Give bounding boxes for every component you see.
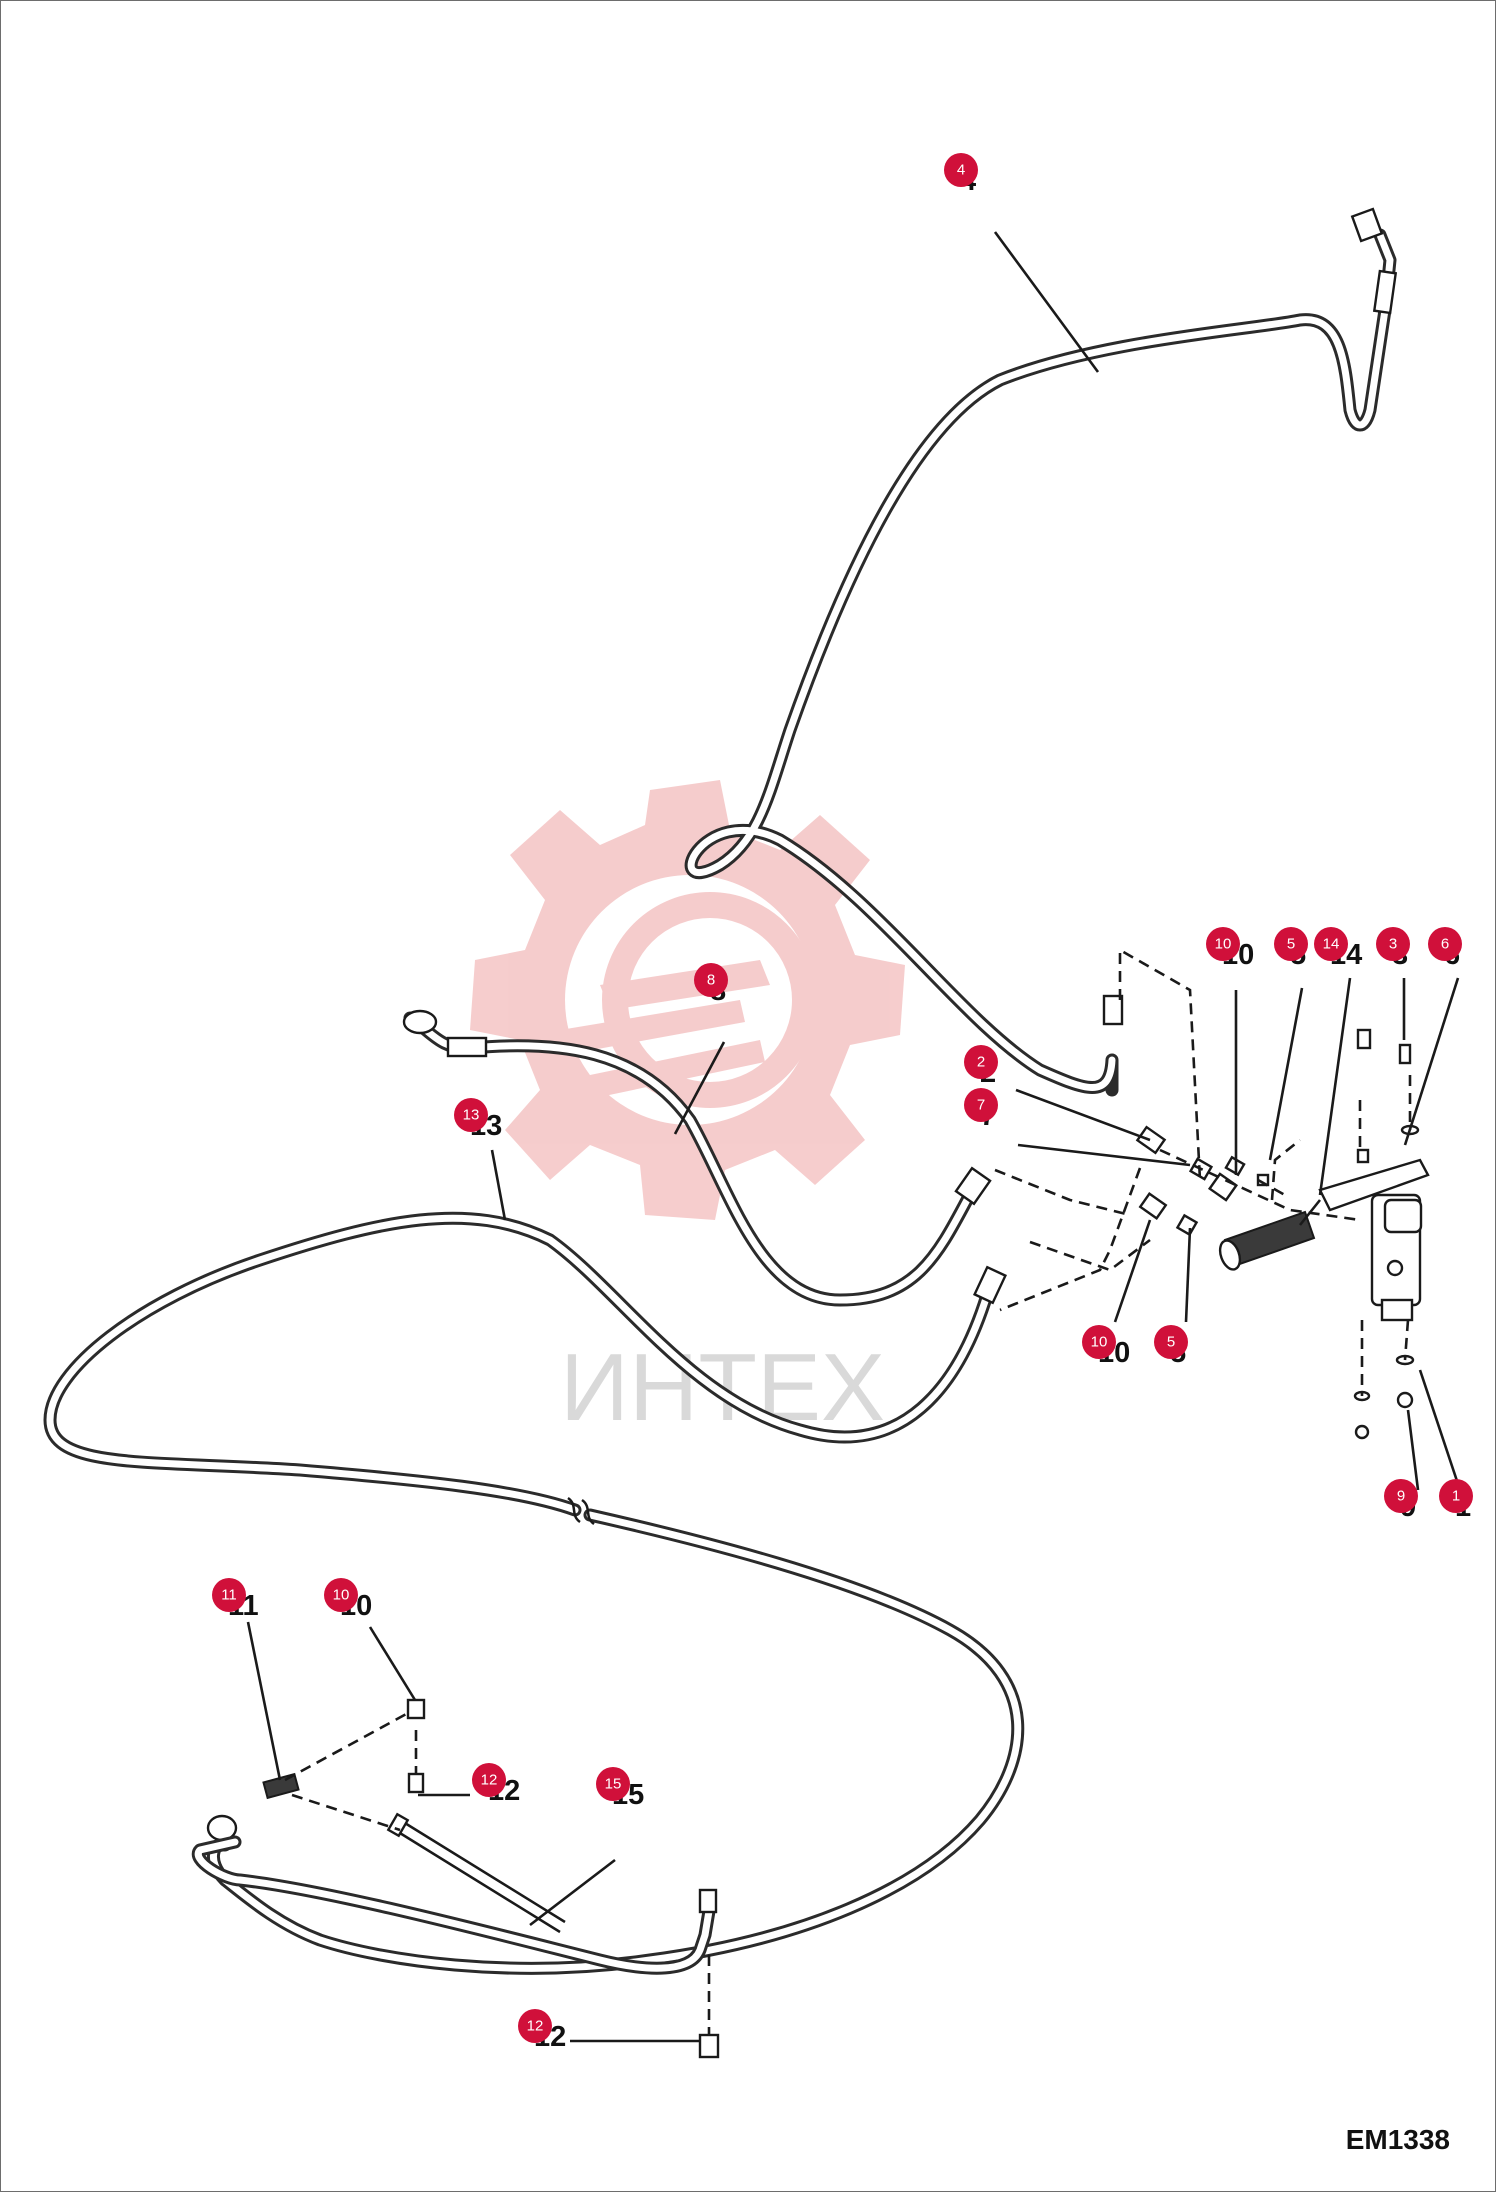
callout-badge-c12a: 12 <box>472 1763 506 1797</box>
callout-badge-text-c9: 9 <box>1397 1488 1405 1505</box>
callout-badge-c11: 11 <box>212 1578 246 1612</box>
callout-badge-c4a: 4 <box>944 153 978 187</box>
valve-assembly <box>1218 1158 1430 1322</box>
leader-lines <box>246 231 1462 2043</box>
callout-badge-text-c1: 1 <box>1452 1488 1460 1505</box>
callout-badge-text-c13: 13 <box>463 1107 480 1124</box>
callout-badge-c8: 8 <box>694 963 728 997</box>
fittings <box>262 1028 1420 2059</box>
callout-badge-c14: 14 <box>1314 927 1348 961</box>
callout-badge-c1: 1 <box>1439 1479 1473 1513</box>
callout-badge-c5a: 5 <box>1274 927 1308 961</box>
callout-badge-c10a: 10 <box>1206 927 1240 961</box>
callout-badge-text-c12b: 12 <box>527 2018 544 2035</box>
callout-badge-c3: 3 <box>1376 927 1410 961</box>
callout-badge-text-c14: 14 <box>1323 936 1340 953</box>
hose-15 <box>191 1812 718 1975</box>
callout-badge-text-c11: 11 <box>221 1587 237 1604</box>
callout-badge-text-c12a: 12 <box>481 1772 498 1789</box>
hose-13 <box>43 1211 1025 1975</box>
callout-badge-c12b: 12 <box>518 2009 552 2043</box>
callout-badge-text-c5b: 5 <box>1167 1334 1175 1351</box>
callout-badge-c2: 2 <box>964 1045 998 1079</box>
callout-badge-text-c3: 3 <box>1389 936 1397 953</box>
callout-badge-c15: 15 <box>596 1767 630 1801</box>
callout-badge-text-c6: 6 <box>1441 936 1449 953</box>
callout-badge-c6: 6 <box>1428 927 1462 961</box>
callout-badge-text-c5a: 5 <box>1287 936 1295 953</box>
callout-badge-c9: 9 <box>1384 1479 1418 1513</box>
callout-badge-c13: 13 <box>454 1098 488 1132</box>
callout-badge-text-c7: 7 <box>977 1097 985 1114</box>
watermark-logo <box>470 780 905 1220</box>
callout-badge-text-c10b: 10 <box>1091 1334 1108 1351</box>
callout-badge-text-c4a: 4 <box>957 162 965 179</box>
callout-badge-text-c15: 15 <box>605 1776 622 1793</box>
assembly-lines <box>284 947 1412 2035</box>
callout-badge-text-c10c: 10 <box>333 1587 350 1604</box>
callout-badge-c10c: 10 <box>324 1578 358 1612</box>
hose-8 <box>402 1009 992 1307</box>
callout-badge-c5b: 5 <box>1154 1325 1188 1359</box>
callout-labels: 4410105514143366882277131310105599111111… <box>212 153 1473 2053</box>
callout-badge-text-c10a: 10 <box>1215 936 1232 953</box>
callout-badge-text-c2: 2 <box>977 1054 985 1071</box>
hose-4 <box>684 207 1398 1097</box>
drawing-code: EM1338 <box>1345 2124 1450 2155</box>
callout-badge-text-c8: 8 <box>707 972 715 989</box>
callout-badge-c7: 7 <box>964 1088 998 1122</box>
callout-badge-c10b: 10 <box>1082 1325 1116 1359</box>
